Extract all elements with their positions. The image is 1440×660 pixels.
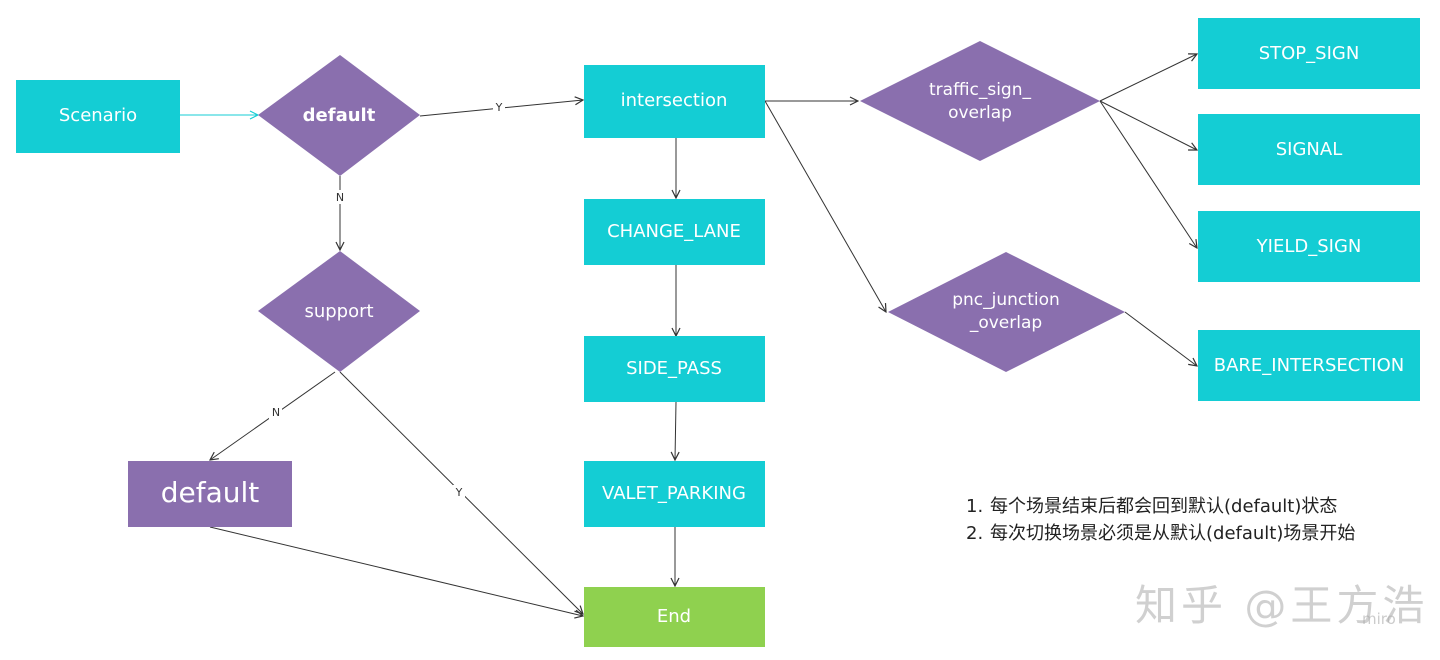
edge-label-y-default-intersection: Y	[495, 101, 503, 114]
note-text: 每个场景结束后都会回到默认(default)状态	[990, 496, 1338, 517]
node-traffic-sign-overlap[interactable]: traffic_sign_ overlap	[860, 41, 1100, 161]
node-default-decision[interactable]: default	[258, 55, 420, 176]
note-item: 2. 每次切换场景必须是从默认(default)场景开始	[966, 520, 1406, 547]
miro-watermark: miro	[1362, 610, 1396, 628]
node-end[interactable]: End	[584, 587, 765, 647]
note-item: 1. 每个场景结束后都会回到默认(default)状态	[966, 493, 1406, 520]
node-default-state[interactable]: default	[128, 461, 292, 527]
node-pnc-junction-overlap-label-line2: _overlap	[969, 313, 1042, 333]
edge-label-y-support-end: Y	[455, 486, 463, 499]
edge-traffic-sign-to-signal	[1099, 100, 1197, 150]
edge-default-state-to-end	[209, 526, 583, 616]
node-scenario[interactable]: Scenario	[16, 80, 180, 153]
node-traffic-sign-overlap-label-line1: traffic_sign_	[929, 80, 1032, 100]
node-pnc-junction-overlap[interactable]: pnc_junction _overlap	[888, 252, 1125, 372]
node-default-decision-label: default	[303, 105, 376, 126]
edge-labels: Y N N Y	[269, 100, 505, 499]
node-signal-label: SIGNAL	[1276, 139, 1343, 160]
notes-list: 1. 每个场景结束后都会回到默认(default)状态 2. 每次切换场景必须是…	[966, 493, 1406, 547]
node-side-pass[interactable]: SIDE_PASS	[584, 336, 765, 402]
node-stop-sign-label: STOP_SIGN	[1259, 43, 1360, 64]
node-change-lane[interactable]: CHANGE_LANE	[584, 199, 765, 265]
note-number: 1.	[966, 496, 984, 517]
edge-pnc-junction-to-bare-intersection	[1124, 311, 1197, 366]
edge-label-n-default-support: N	[336, 191, 344, 204]
note-number: 2.	[966, 523, 984, 544]
node-valet-parking-label: VALET_PARKING	[602, 483, 746, 504]
node-side-pass-label: SIDE_PASS	[626, 358, 722, 379]
node-valet-parking[interactable]: VALET_PARKING	[584, 461, 765, 527]
edge-label-n-support-default: N	[272, 406, 280, 419]
node-yield-sign-label: YIELD_SIGN	[1256, 236, 1362, 257]
edge-traffic-sign-to-yield-sign	[1099, 100, 1197, 248]
node-pnc-junction-overlap-label-line1: pnc_junction	[952, 290, 1060, 310]
edge-traffic-sign-to-stop-sign	[1099, 54, 1197, 102]
node-support-decision-label: support	[304, 301, 373, 322]
node-stop-sign[interactable]: STOP_SIGN	[1198, 18, 1420, 89]
node-intersection-label: intersection	[621, 90, 728, 111]
node-end-label: End	[657, 606, 691, 627]
edge-intersection-to-pnc-junction	[764, 100, 886, 312]
node-default-state-label: default	[161, 476, 260, 509]
node-bare-intersection[interactable]: BARE_INTERSECTION	[1198, 330, 1420, 401]
edge-side-pass-to-valet-parking	[675, 401, 676, 460]
node-signal[interactable]: SIGNAL	[1198, 114, 1420, 185]
node-change-lane-label: CHANGE_LANE	[607, 221, 741, 242]
node-intersection[interactable]: intersection	[584, 65, 765, 138]
node-yield-sign[interactable]: YIELD_SIGN	[1198, 211, 1420, 282]
node-support-decision[interactable]: support	[258, 251, 420, 372]
node-traffic-sign-overlap-label-line2: overlap	[948, 103, 1012, 123]
node-bare-intersection-label: BARE_INTERSECTION	[1214, 355, 1405, 376]
node-scenario-label: Scenario	[59, 105, 137, 126]
watermark: 知乎 @王方浩	[1135, 581, 1429, 630]
note-text: 每次切换场景必须是从默认(default)场景开始	[990, 523, 1356, 544]
